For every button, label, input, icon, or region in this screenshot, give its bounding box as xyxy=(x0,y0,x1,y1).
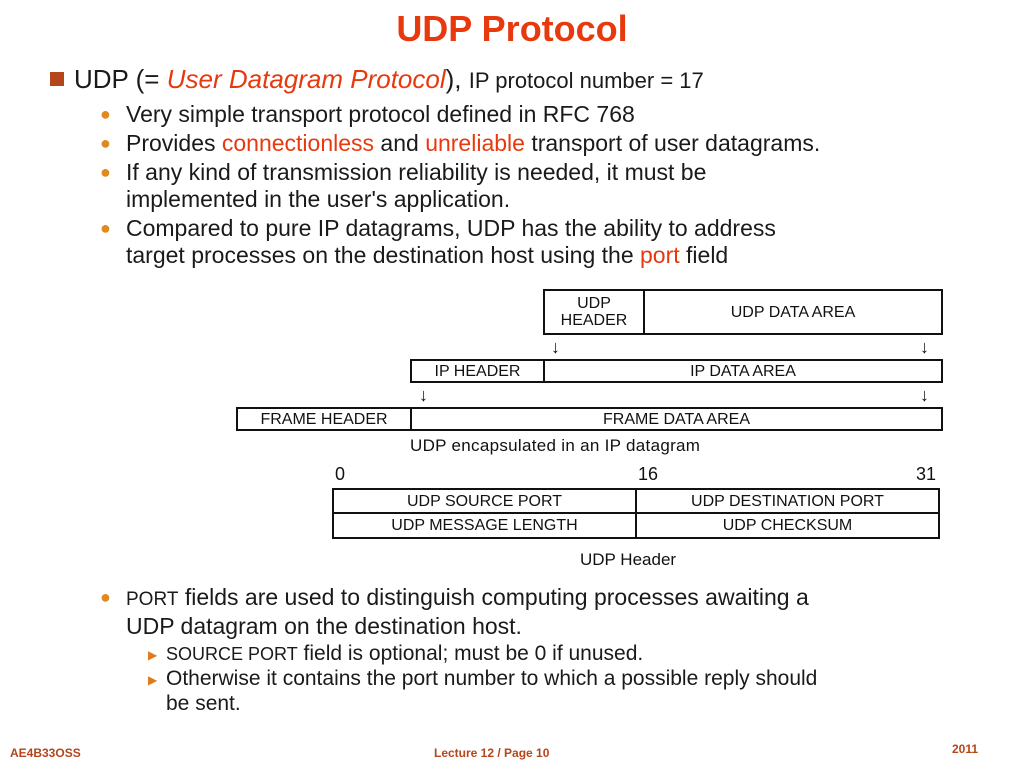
udp-data-box: UDP DATA AREA xyxy=(643,289,943,335)
square-bullet-icon xyxy=(50,72,64,86)
intro-proto-number: IP protocol number = 17 xyxy=(468,68,704,93)
footer-page: Lecture 12 / Page 10 xyxy=(434,746,550,760)
bullet-compared: ● Compared to pure IP datagrams, UDP has… xyxy=(100,215,1000,269)
ip-data-box: IP DATA AREA xyxy=(543,359,943,383)
bullet-text: If any kind of transmission reliability … xyxy=(126,159,707,212)
bullet-text: Very simple transport protocol defined i… xyxy=(126,101,635,127)
source-port-field: UDP SOURCE PORT xyxy=(332,488,637,514)
checksum-field: UDP CHECKSUM xyxy=(635,512,940,539)
intro-udp: UDP (= xyxy=(74,64,160,94)
bullet-text: Provides connectionless and unreliable t… xyxy=(126,130,821,156)
bullet-reliability: ● If any kind of transmission reliabilit… xyxy=(100,159,1000,213)
sub-bullet-text: SOURCE PORT field is optional; must be 0… xyxy=(166,642,644,665)
udp-header-caption: UDP Header xyxy=(580,550,677,569)
intro-line: UDP (= User Datagram Protocol), IP proto… xyxy=(50,64,704,95)
frame-header-box: FRAME HEADER xyxy=(236,407,412,431)
bullet-dot-icon: ● xyxy=(100,587,111,607)
bullet-dot-icon: ● xyxy=(100,218,111,238)
sub-bullet-source-port: ▶ SOURCE PORT field is optional; must be… xyxy=(148,641,988,666)
bullet-dot-icon: ● xyxy=(100,133,111,153)
ip-header-box: IP HEADER xyxy=(410,359,545,383)
bullet-dot-icon: ● xyxy=(100,104,111,124)
bit-16-label: 16 xyxy=(638,464,659,484)
footer-year: 2011 xyxy=(952,742,979,756)
triangle-bullet-icon: ▶ xyxy=(148,673,158,687)
bullet-rfc: ● Very simple transport protocol defined… xyxy=(100,101,1000,128)
slide-title: UDP Protocol xyxy=(396,8,628,49)
sub-bullet-reply: ▶ Otherwise it contains the port number … xyxy=(148,666,988,716)
bullet-port: ● PORT fields are used to distinguish co… xyxy=(100,584,1000,639)
footer-course: AE4B33OSS xyxy=(10,746,81,760)
length-field: UDP MESSAGE LENGTH xyxy=(332,512,637,539)
bullet-text: Compared to pure IP datagrams, UDP has t… xyxy=(126,215,776,268)
down-arrow-icon: ↓ xyxy=(419,385,428,405)
triangle-bullet-icon: ▶ xyxy=(148,648,158,662)
frame-data-box: FRAME DATA AREA xyxy=(410,407,943,431)
bullet-dot-icon: ● xyxy=(100,162,111,182)
dest-port-field: UDP DESTINATION PORT xyxy=(635,488,940,514)
down-arrow-icon: ↓ xyxy=(551,337,560,357)
bit-0-label: 0 xyxy=(335,464,346,484)
down-arrow-icon: ↓ xyxy=(920,337,929,357)
down-arrow-icon: ↓ xyxy=(920,385,929,405)
sub-bullet-text: Otherwise it contains the port number to… xyxy=(166,667,818,715)
intro-close: ), xyxy=(445,64,462,94)
bullet-text: PORT fields are used to distinguish comp… xyxy=(126,584,809,639)
bit-31-label: 31 xyxy=(916,464,937,484)
intro-expansion: User Datagram Protocol xyxy=(166,64,446,94)
bullet-provides: ● Provides connectionless and unreliable… xyxy=(100,130,1000,157)
encap-caption: UDP encapsulated in an IP datagram xyxy=(410,436,701,455)
